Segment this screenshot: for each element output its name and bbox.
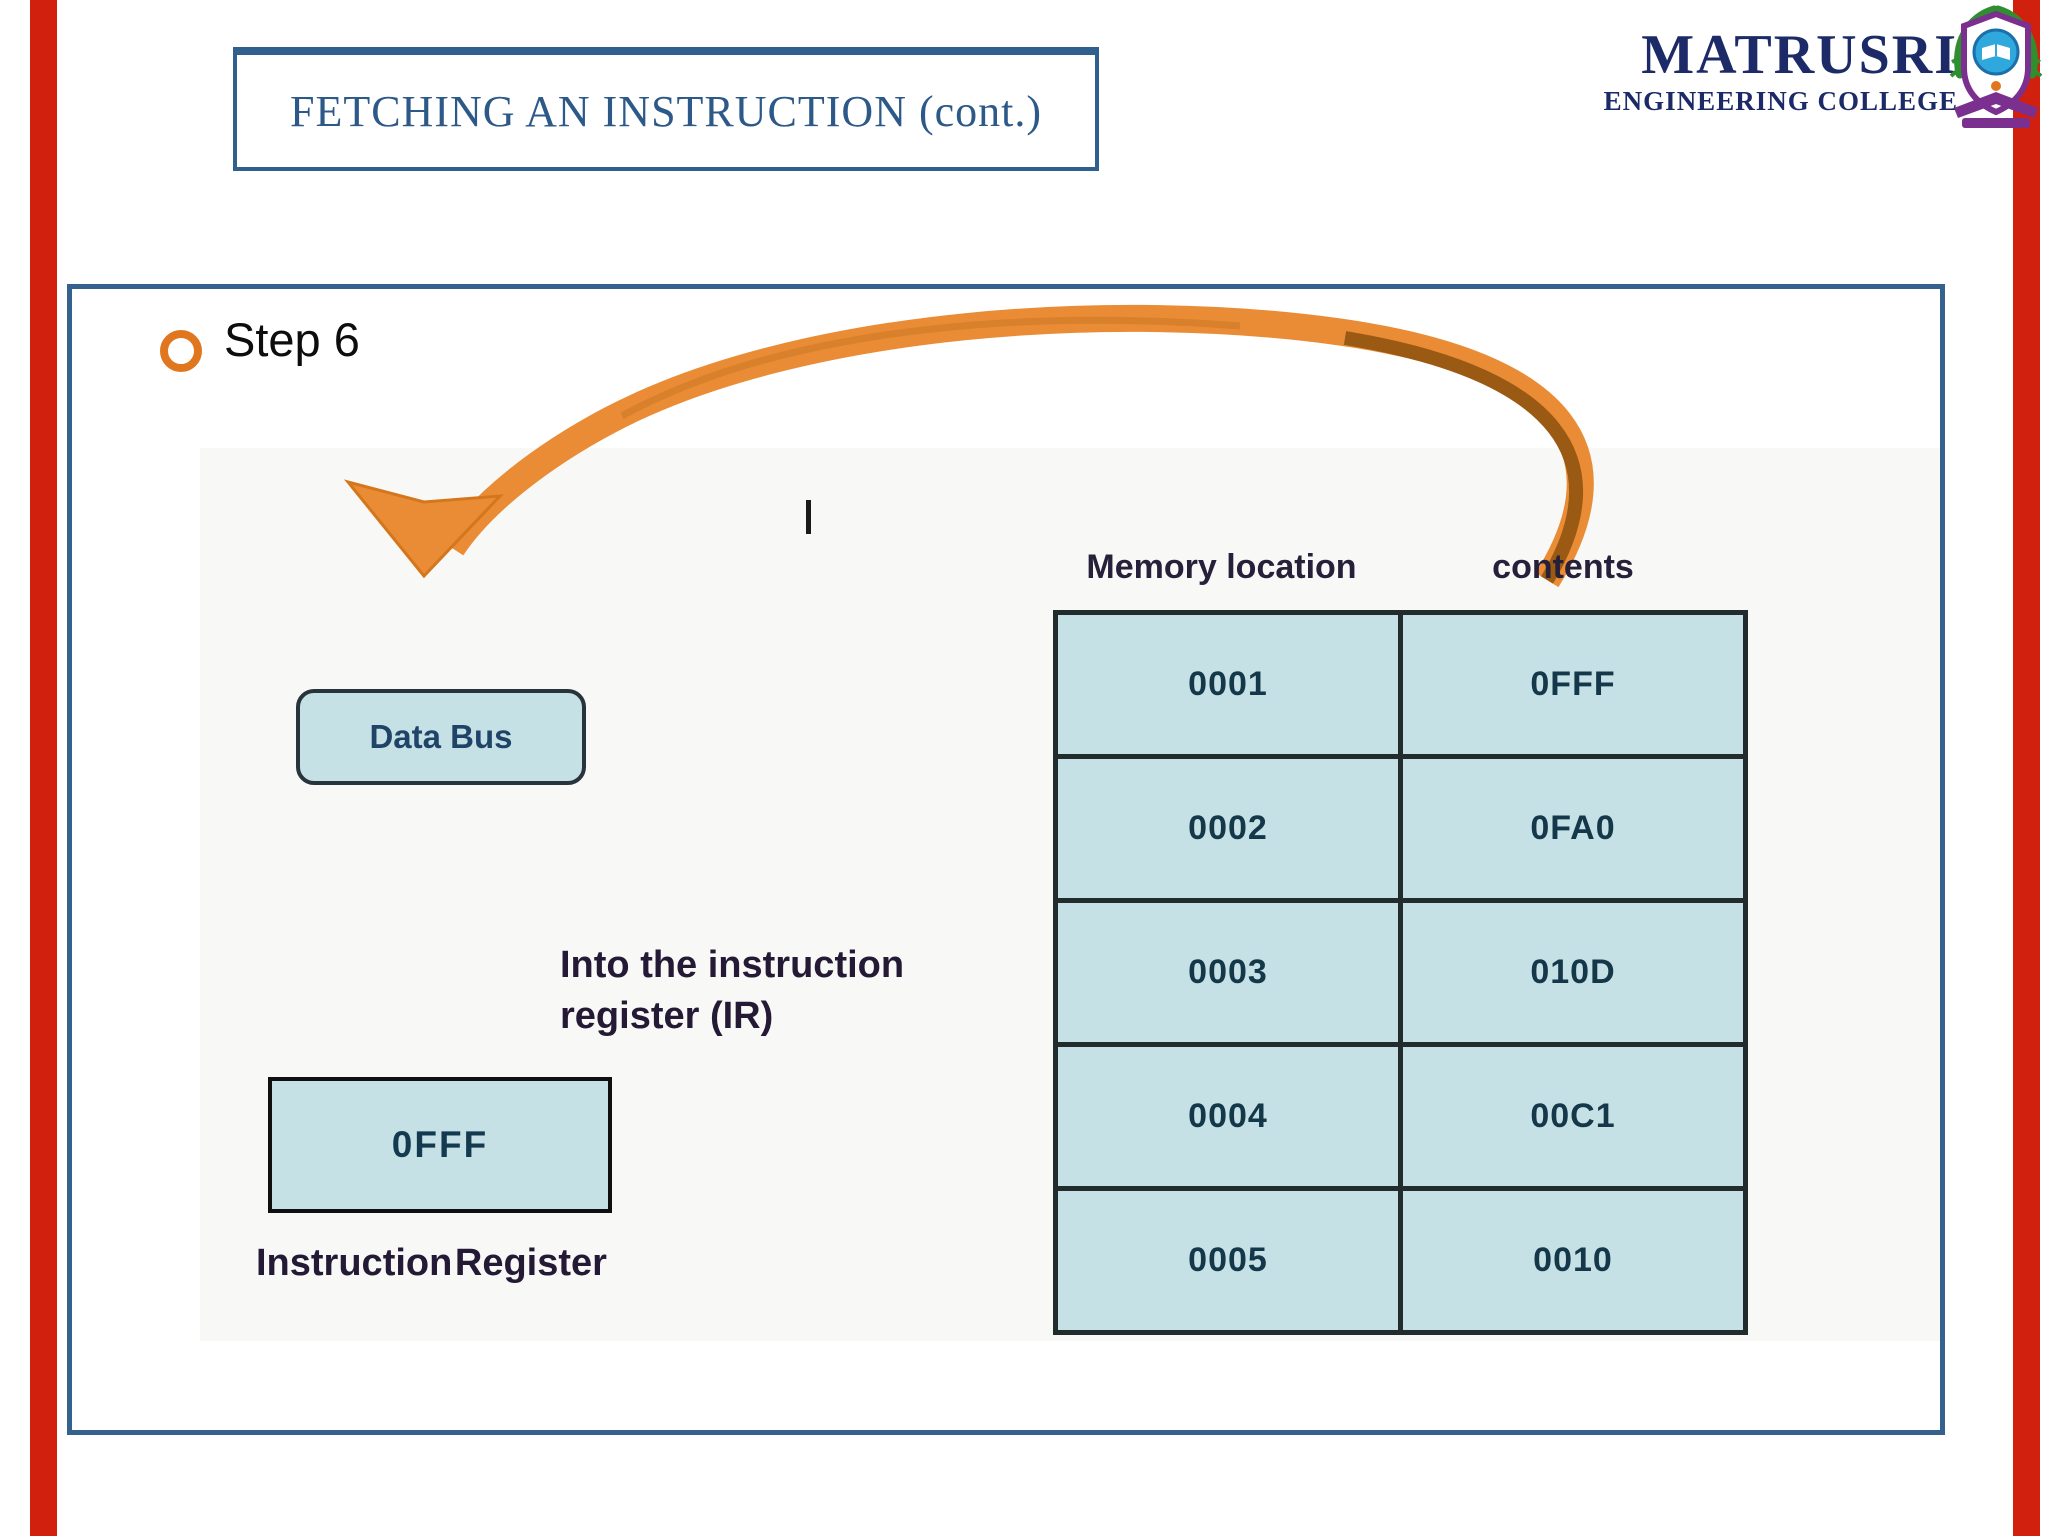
- logo-name: MATRUSRI: [1641, 24, 1958, 86]
- college-crest-icon: [1949, 5, 2043, 128]
- contents-cell: 0010: [1398, 1186, 1748, 1335]
- data-bus-box: Data Bus: [296, 689, 586, 785]
- instruction-register-value: 0FFF: [391, 1124, 489, 1165]
- right-edge-accent: [2013, 0, 2040, 1536]
- table-row: 0002 0FA0: [1053, 754, 1748, 903]
- logo-subtitle: ENGINEERING COLLEGE: [1603, 86, 1958, 116]
- contents-cell: 0FA0: [1398, 754, 1748, 903]
- contents-cell: 010D: [1398, 898, 1748, 1047]
- ir-annotation-line2: register (IR): [560, 995, 774, 1037]
- memory-location-cell: 0005: [1053, 1186, 1403, 1335]
- ir-annotation: Into the instruction register (IR): [560, 940, 904, 1042]
- contents-cell: 0FFF: [1398, 610, 1748, 759]
- table-row: 0005 0010: [1053, 1186, 1748, 1335]
- ir-annotation-line1: Into the instruction: [560, 944, 905, 986]
- table-row: 0004 00C1: [1053, 1042, 1748, 1191]
- memory-location-cell: 0004: [1053, 1042, 1403, 1191]
- stray-mark: [806, 500, 811, 534]
- step-label: Step 6: [224, 313, 360, 366]
- memory-location-cell: 0003: [1053, 898, 1403, 1047]
- step-bullet-icon: [160, 330, 202, 372]
- memory-location-cell: 0001: [1053, 610, 1403, 759]
- contents-header: contents: [1492, 548, 1634, 586]
- contents-cell: 00C1: [1398, 1042, 1748, 1191]
- title-box: FETCHING AN INSTRUCTION (cont.): [233, 47, 1099, 171]
- instruction-register-box: 0FFF: [268, 1077, 612, 1213]
- data-bus-label: Data Bus: [369, 718, 513, 755]
- table-row: 0003 010D: [1053, 898, 1748, 1047]
- instruction-register-label: Instruction Register: [256, 1242, 607, 1284]
- memory-location-cell: 0002: [1053, 754, 1403, 903]
- table-row: 0001 0FFF: [1053, 610, 1748, 759]
- college-logo: MATRUSRI ENGINEERING COLLEGE: [1380, 26, 1958, 116]
- page-title: FETCHING AN INSTRUCTION (cont.): [289, 86, 1043, 136]
- left-edge-accent: [30, 0, 57, 1536]
- memory-location-header: Memory location: [1086, 548, 1357, 586]
- memory-table: 0001 0FFF 0002 0FA0 0003 010D 0004 00C1 …: [1053, 610, 1748, 1335]
